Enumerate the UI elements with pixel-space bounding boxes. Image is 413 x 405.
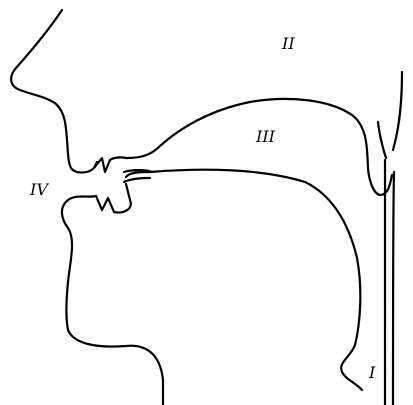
face-profile-upper bbox=[11, 10, 97, 173]
tongue-line bbox=[126, 170, 362, 390]
label-oral-cavity: III bbox=[255, 127, 276, 146]
pharynx-top-left bbox=[378, 122, 386, 158]
pharynx-top-right bbox=[393, 72, 402, 150]
label-lips: IV bbox=[29, 180, 49, 199]
palate-line bbox=[126, 99, 392, 195]
upper-teeth bbox=[94, 157, 126, 172]
label-larynx: I bbox=[368, 363, 376, 382]
pharynx-wall-front bbox=[393, 172, 394, 405]
face-profile-lower bbox=[62, 196, 163, 405]
label-nasal-cavity: II bbox=[281, 34, 295, 53]
lower-teeth bbox=[96, 184, 131, 213]
